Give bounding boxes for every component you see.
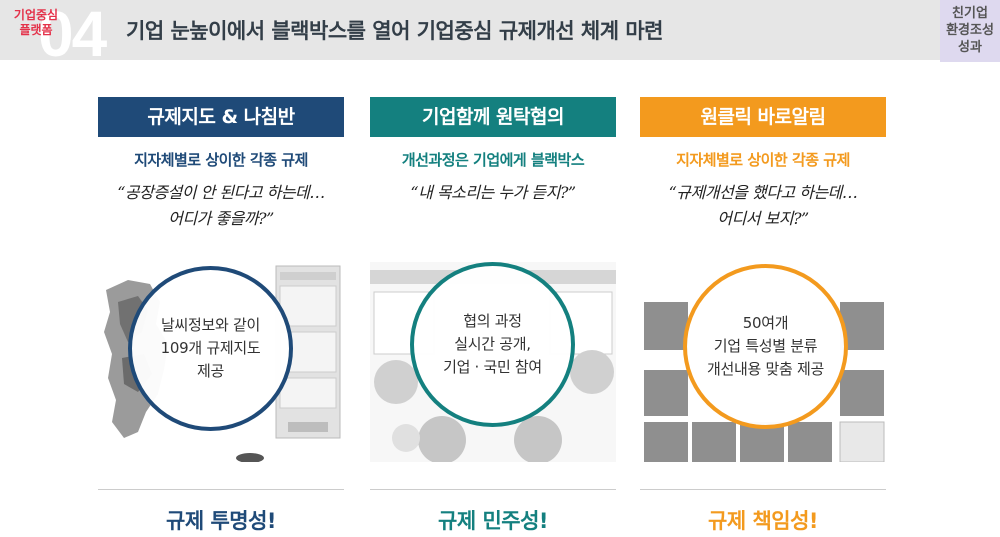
- quote: “규제개선을 했다고 하는데… 어디서 보지?”: [640, 180, 886, 232]
- footer-transparency: 규제 투명성!: [166, 509, 277, 533]
- quote: “내 목소리는 누가 듣지?”: [370, 180, 616, 206]
- page-title: 기업 눈높이에서 블랙박스를 열어 기업중심 규제개선 체계 마련: [126, 19, 664, 43]
- subtitle: 지자체별로 상이한 각종 규제: [676, 151, 850, 169]
- circle-line: 50여개: [742, 314, 789, 332]
- circle-line: 협의 과정: [463, 312, 522, 330]
- quote: “공장증설이 안 된다고 하는데… 어디가 좋을까?”: [98, 180, 344, 232]
- page-header: 04 기업중심 플랫폼 기업 눈높이에서 블랙박스를 열어 기업중심 규제개선 …: [0, 0, 1000, 66]
- feature-circle: 협의 과정 실시간 공개, 기업 · 국민 참여: [410, 262, 575, 427]
- divider: [640, 489, 886, 490]
- circle-line: 실시간 공개,: [454, 335, 531, 353]
- quote-line: 어디서 보지?”: [717, 209, 809, 228]
- circle-line: 109개 규제지도: [160, 339, 261, 357]
- feature-circle: 날씨정보와 같이 109개 규제지도 제공: [128, 266, 293, 431]
- subtitle: 개선과정은 기업에게 블랙박스: [401, 151, 585, 169]
- feature-circle: 50여개 기업 특성별 분류 개선내용 맞춤 제공: [683, 264, 848, 429]
- banner-roundtable: 기업함께 원탁협의: [370, 97, 616, 137]
- platform-label: 기업중심 플랫폼: [13, 8, 59, 37]
- category-tag: 친기업 환경조성 성과: [940, 0, 1000, 62]
- subtitle: 지자체별로 상이한 각종 규제: [134, 151, 308, 169]
- divider: [370, 489, 616, 490]
- quote-line: “공장증설이 안 된다고 하는데…: [117, 183, 325, 202]
- quote-line: “내 목소리는 누가 듣지?”: [410, 183, 576, 202]
- section-number: 04: [38, 0, 107, 70]
- column-regulation-map: 규제지도 & 나침반 지자체별로 상이한 각종 규제 “공장증설이 안 된다고 …: [98, 97, 344, 232]
- circle-line: 개선내용 맞춤 제공: [707, 360, 824, 378]
- banner-regulation-map: 규제지도 & 나침반: [98, 97, 344, 137]
- circle-line: 기업 · 국민 참여: [443, 358, 542, 376]
- circle-line: 기업 특성별 분류: [713, 337, 818, 355]
- circle-line: 제공: [196, 362, 224, 380]
- column-one-click: 원클릭 바로알림 지자체별로 상이한 각종 규제 “규제개선을 했다고 하는데……: [640, 97, 886, 232]
- footer-democracy: 규제 민주성!: [438, 509, 549, 533]
- footer-responsibility: 규제 책임성!: [708, 509, 819, 533]
- quote-line: “규제개선을 했다고 하는데…: [668, 183, 858, 202]
- banner-one-click: 원클릭 바로알림: [640, 97, 886, 137]
- divider: [98, 489, 344, 490]
- circle-line: 날씨정보와 같이: [161, 316, 260, 334]
- quote-line: 어디가 좋을까?”: [168, 209, 274, 228]
- column-roundtable: 기업함께 원탁협의 개선과정은 기업에게 블랙박스 “내 목소리는 누가 듣지?…: [370, 97, 616, 206]
